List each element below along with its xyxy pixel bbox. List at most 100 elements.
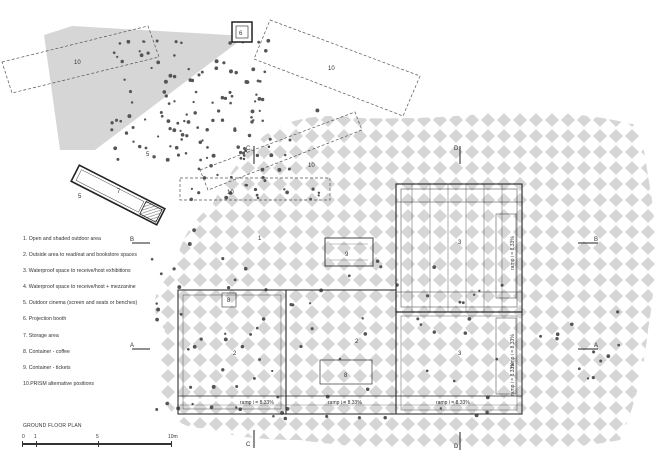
tree-dot	[186, 347, 190, 351]
tree-dot	[283, 188, 286, 191]
tree-dot	[261, 317, 266, 321]
tree-dot	[226, 285, 231, 290]
tree-dot	[236, 145, 240, 149]
tree-dot	[177, 285, 182, 290]
tree-dot	[249, 332, 253, 336]
room-number-8-small: 8	[227, 298, 231, 304]
room-number-3: 3	[458, 240, 462, 246]
section-marker-d-bottom: D	[454, 444, 459, 450]
tree-dot	[211, 101, 214, 104]
tree-dot	[196, 126, 200, 129]
tree-dot	[260, 97, 265, 102]
section-marker-c-bottom: C	[246, 442, 251, 448]
tree-dot	[586, 377, 590, 380]
ramp-label-bottom-left: ramp i = 8.33%	[240, 400, 274, 406]
projection-cone	[44, 26, 246, 150]
room-number-6: 6	[239, 31, 243, 37]
tree-dot	[220, 95, 225, 100]
ramp-label-vertical-upper: ramp i = 8.33%	[510, 236, 516, 270]
tree-dot	[110, 121, 114, 125]
tree-dot	[591, 375, 595, 380]
legend-item: 5. Outdoor cinema (screen and seats or b…	[23, 300, 138, 307]
tree-dot	[375, 259, 380, 263]
tree-dot	[144, 146, 148, 150]
tree-dot	[184, 152, 188, 155]
tree-dot	[472, 293, 476, 297]
tree-dot	[187, 67, 190, 71]
tree-dot	[539, 334, 543, 338]
tree-dot	[617, 343, 621, 347]
scale-tick	[171, 441, 172, 447]
tree-dot	[188, 78, 193, 82]
tree-dot	[131, 125, 135, 130]
tree-dot	[229, 101, 232, 105]
tree-dot	[192, 100, 195, 104]
tree-dot	[197, 73, 201, 77]
tree-dot	[209, 405, 214, 409]
tree-dot	[234, 70, 238, 75]
tree-dot	[238, 407, 243, 412]
tree-dot	[240, 344, 245, 349]
tree-dot	[244, 79, 249, 84]
tree-dot	[198, 140, 203, 145]
tree-dot	[283, 416, 288, 421]
tree-dot	[271, 369, 274, 373]
tree-dot	[242, 151, 246, 155]
section-marker-b-right: B	[594, 237, 598, 243]
tree-dot	[452, 379, 456, 383]
tree-dot	[211, 118, 215, 123]
room-number-5-side: 5	[78, 194, 82, 200]
tree-dot	[168, 126, 172, 131]
tree-dot	[114, 118, 119, 122]
tree-dot	[130, 101, 134, 104]
tree-dot	[202, 176, 207, 180]
tree-dot	[176, 153, 181, 157]
legend-item: 8. Container - coffee	[23, 348, 70, 355]
tree-dot	[199, 158, 202, 162]
tree-dot	[187, 242, 192, 246]
tree-dot	[258, 109, 261, 112]
legend-item: 1. Open and shaded outdoor area	[23, 236, 101, 242]
tree-dot	[222, 61, 226, 65]
tree-dot	[288, 138, 292, 142]
tree-dot	[363, 332, 368, 336]
tree-dot	[425, 294, 430, 298]
tree-dot	[361, 317, 364, 320]
ramp-label-bottom-right: ramp i = 8.33%	[436, 400, 470, 406]
tree-dot	[189, 197, 194, 202]
tree-dot	[233, 278, 237, 282]
tree-dot	[199, 337, 203, 341]
tree-dot	[214, 59, 219, 64]
projection-booth	[231, 21, 253, 43]
tree-dot	[235, 406, 238, 409]
legend-item: 6. Projection booth	[23, 316, 67, 323]
scale-label-5: 5	[96, 434, 99, 440]
tree-dot	[577, 367, 581, 371]
section-marker-d-top: D	[454, 146, 459, 152]
tree-dot	[347, 274, 351, 278]
trees-scatter	[110, 38, 621, 421]
tree-dot	[186, 120, 191, 124]
tree-dot	[156, 60, 161, 65]
tree-dot	[485, 410, 489, 414]
tree-dot	[197, 167, 201, 171]
tree-dot	[150, 257, 154, 261]
tree-dot	[252, 119, 255, 122]
tree-dot	[383, 415, 387, 420]
tree-dot	[152, 155, 156, 159]
tree-dot	[555, 332, 560, 337]
tree-dot	[179, 129, 182, 133]
ramp-label-bottom-mid: ramp i = 8.33%	[328, 400, 362, 406]
tree-dot	[172, 74, 177, 79]
tree-dot	[325, 414, 329, 418]
tree-dot	[173, 54, 176, 57]
tree-dot	[156, 307, 161, 312]
tree-dot	[220, 118, 225, 122]
scale-label-10m: 10m	[168, 434, 178, 440]
tree-dot	[155, 39, 159, 43]
tree-dot	[162, 90, 167, 94]
section-marker-c-top: C	[246, 146, 251, 152]
tree-dot	[163, 79, 168, 84]
tree-dot	[155, 302, 158, 305]
tree-dot	[150, 66, 153, 70]
